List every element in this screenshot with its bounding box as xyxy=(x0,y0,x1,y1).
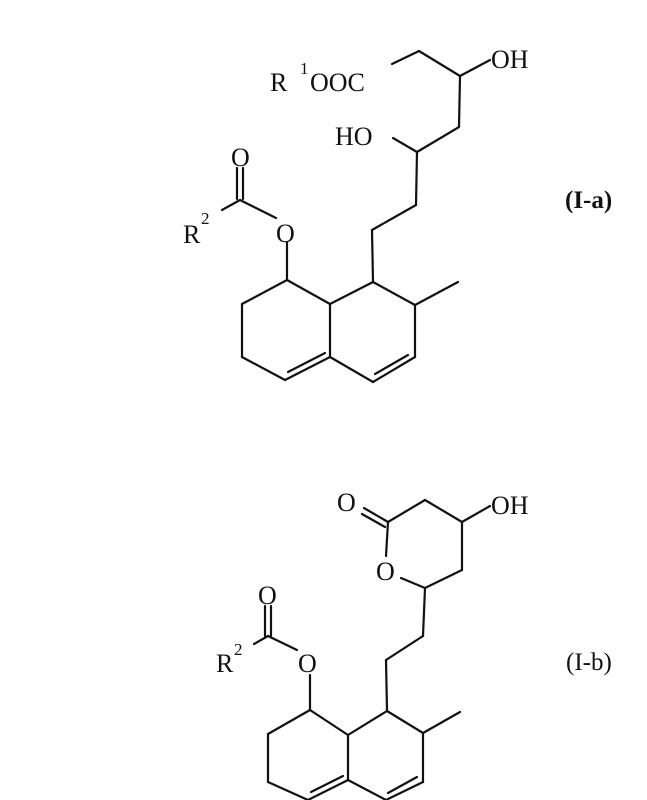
double-bond-inner xyxy=(386,775,419,795)
bond xyxy=(346,778,388,800)
bond xyxy=(384,658,389,713)
bond xyxy=(240,278,289,306)
bond xyxy=(384,780,425,800)
bond xyxy=(385,709,425,735)
bond xyxy=(328,280,375,306)
structure-label-i-a: (I-a) xyxy=(565,187,612,214)
structure-i-b: O O R 2 O O OH (I-b) xyxy=(216,488,612,800)
bond xyxy=(346,709,389,737)
r1-group: R xyxy=(270,68,288,97)
bond xyxy=(266,780,310,800)
carbonyl-oxygen: O xyxy=(258,581,277,610)
r2-group: R xyxy=(183,220,201,249)
bond xyxy=(458,58,492,78)
hexahydronaphthalene-ring-a xyxy=(240,278,460,384)
hydroxyl-upper: OH xyxy=(491,45,529,74)
hydroxyl: OH xyxy=(491,491,529,520)
r2-group: R xyxy=(216,649,234,678)
bond xyxy=(423,498,464,524)
lactone-ring-oxygen: O xyxy=(376,557,395,586)
bond xyxy=(306,778,350,800)
acyloxy-group-a: O O R 2 xyxy=(183,143,295,282)
structure-i-a: O O R 2 HO OH R 1 OOC (I-a) xyxy=(183,45,612,384)
ester-oxygen: O xyxy=(276,219,295,248)
double-bond-inner xyxy=(373,353,410,376)
lactone-side-chain-b: O O OH xyxy=(337,488,529,713)
bond xyxy=(399,576,427,590)
double-bond xyxy=(360,512,387,529)
bond xyxy=(240,355,287,382)
bond xyxy=(370,203,418,232)
bond xyxy=(423,568,464,590)
bond xyxy=(460,504,492,524)
bond xyxy=(328,355,375,384)
bond xyxy=(220,198,242,212)
methyl-bond xyxy=(421,710,462,735)
ester-oxygen: O xyxy=(298,649,317,678)
ooc-group: OOC xyxy=(310,68,365,97)
bond xyxy=(371,280,417,307)
r2-superscript: 2 xyxy=(201,209,210,228)
bond xyxy=(386,498,427,524)
r1-superscript: 1 xyxy=(300,59,309,78)
bond xyxy=(266,634,299,652)
hexahydronaphthalene-ring-b xyxy=(266,708,462,800)
bond xyxy=(252,634,270,646)
bond xyxy=(384,634,425,662)
bond xyxy=(417,49,462,78)
double-bond xyxy=(362,506,390,524)
bond xyxy=(390,49,421,66)
carbonyl-oxygen: O xyxy=(231,143,250,172)
bond xyxy=(238,198,278,220)
bond xyxy=(283,355,332,382)
methyl-bond xyxy=(413,280,460,307)
structure-label-i-b: (I-b) xyxy=(566,649,612,676)
bond xyxy=(285,278,332,306)
bond xyxy=(457,74,462,129)
hydroxyl-lower: HO xyxy=(335,122,373,151)
bond xyxy=(415,125,461,154)
bond xyxy=(414,150,419,207)
bond xyxy=(421,586,427,638)
side-chain-a: HO OH R 1 OOC xyxy=(270,45,529,284)
r2-superscript: 2 xyxy=(234,640,243,659)
lactone-carbonyl-oxygen: O xyxy=(337,488,356,517)
bond xyxy=(370,228,375,284)
bond xyxy=(308,708,350,737)
bond xyxy=(384,520,390,558)
bond xyxy=(266,708,312,736)
double-bond-inner xyxy=(309,774,345,794)
double-bond-inner xyxy=(286,351,327,374)
acyloxy-group-b: O O R 2 xyxy=(216,581,317,712)
bond xyxy=(391,136,419,154)
bond xyxy=(371,355,417,384)
